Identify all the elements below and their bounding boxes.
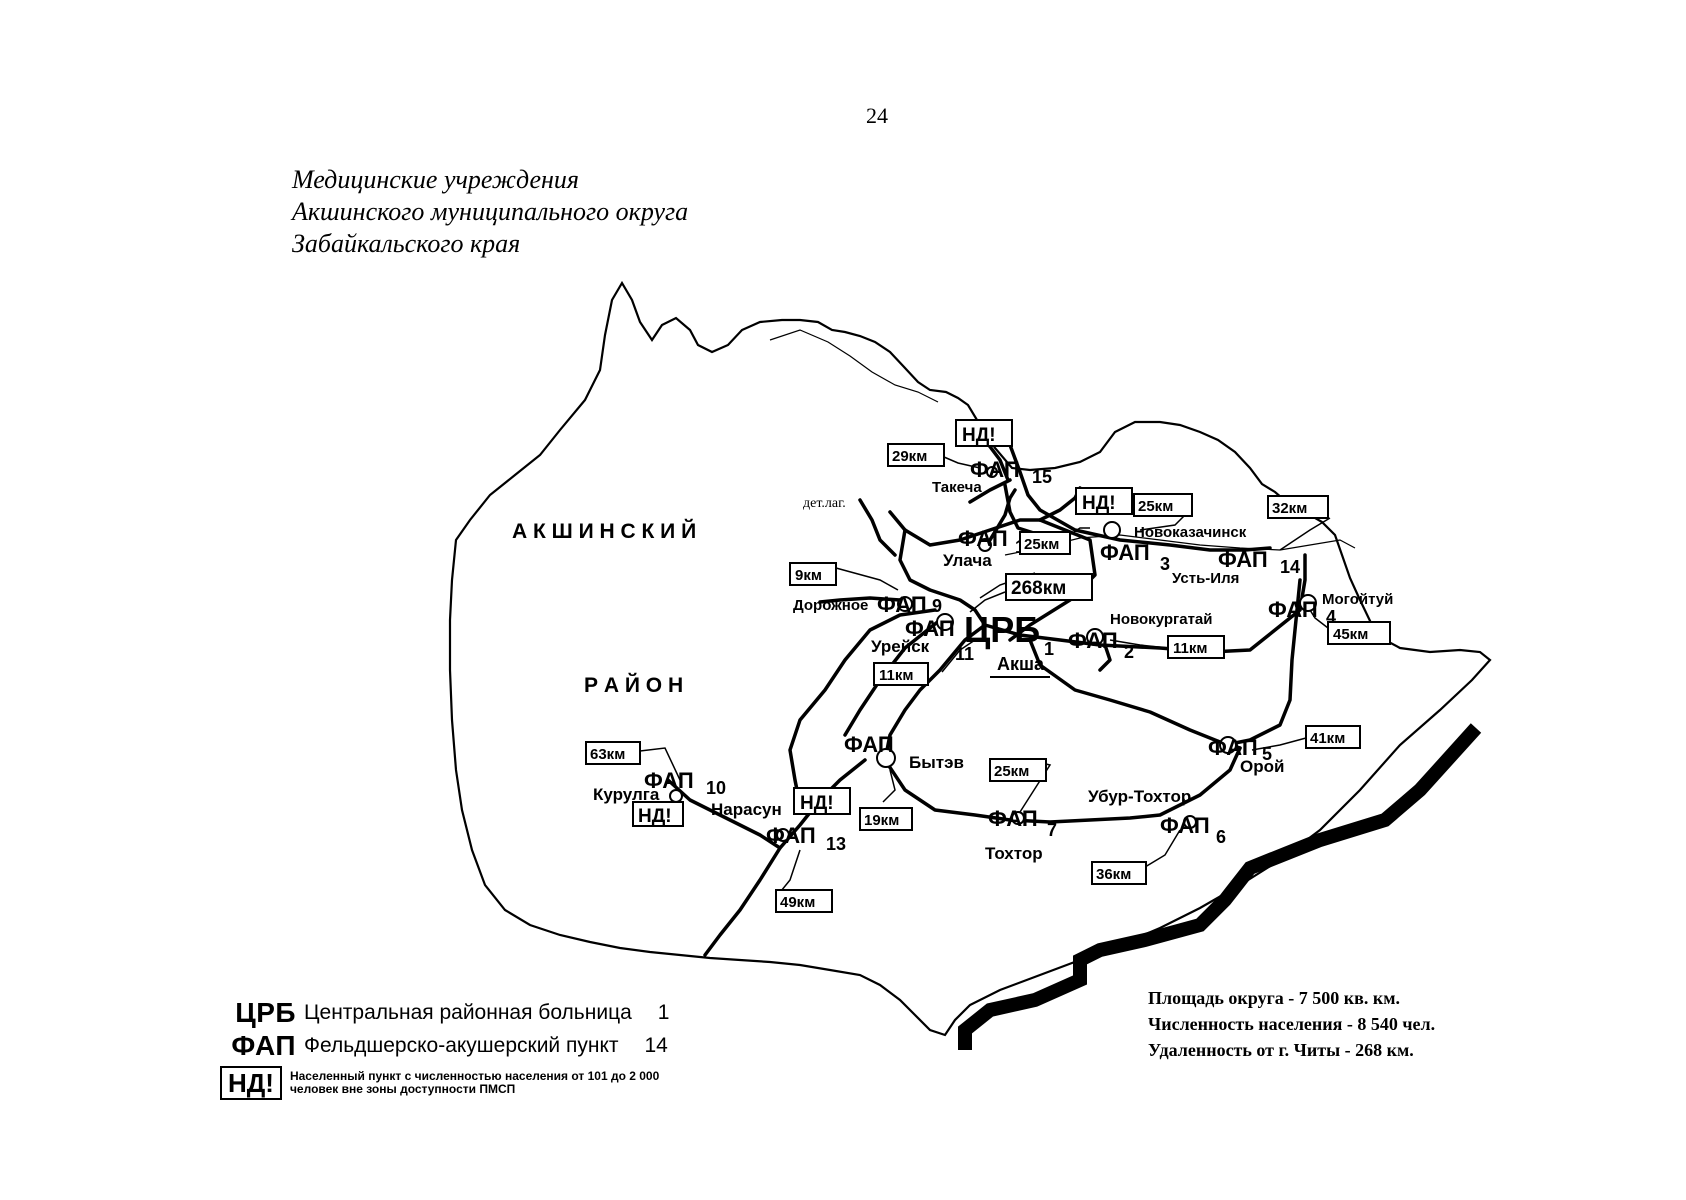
crb-number: 1 — [1044, 639, 1054, 659]
district-stats: Площадь округа - 7 500 кв. км. Численнос… — [1148, 985, 1435, 1063]
distance-32km: 32км — [1272, 500, 1307, 517]
fap-13-label: ФАП — [766, 823, 816, 848]
fap-5-number: 5 — [1262, 744, 1272, 764]
distance-19km: 19км — [864, 812, 899, 829]
fap-3-label: ФАП — [1100, 540, 1150, 565]
stat-population: Численность населения - 8 540 чел. — [1148, 1014, 1436, 1034]
distance-63km: 63км — [590, 746, 625, 763]
nd-markers: НД! НД! НД! НД! — [632, 419, 1133, 827]
fap-8-label: ФАП — [844, 732, 894, 757]
title-line: Акшинского муниципального округа — [292, 197, 689, 226]
crb-label: ЦРБ — [964, 609, 1040, 650]
distance-268km: 268км — [1011, 578, 1066, 599]
place-oroi: Орой — [1240, 757, 1284, 776]
legend-fap-desc: Фельдшерско-акушерский пункт — [304, 1033, 619, 1057]
stat-area: Площадь округа - 7 500 кв. км. — [1148, 988, 1400, 1008]
camp-label: дет.лаг. — [803, 496, 846, 511]
fap-2-label: ФАП — [1068, 628, 1118, 653]
region-label-word1: А К Ш И Н С К И Й — [512, 519, 696, 543]
place-aksha: Акша — [997, 654, 1045, 674]
legend-crb-abbr: ЦРБ — [235, 996, 296, 1028]
legend-fap-count: 14 — [644, 1033, 668, 1057]
fap-15-number: 15 — [1032, 467, 1052, 487]
fap-5-label: ФАП — [1208, 735, 1258, 760]
place-mogoitui: Могойтуй — [1322, 591, 1393, 608]
title-line: Забайкальского края — [292, 229, 521, 258]
distance-9km: 9км — [795, 567, 822, 584]
legend-fap-abbr: ФАП — [231, 1029, 296, 1061]
distance-11km-novokurgatai: 11км — [1173, 640, 1207, 657]
river — [769, 329, 939, 403]
nd-novokazachinsk: НД! — [1082, 493, 1116, 514]
map-legend: ЦРБ Центральная районная больница 1 ФАП … — [220, 996, 670, 1100]
fap-6-label: ФАП — [1160, 813, 1210, 838]
fap-7-number: 7 — [1047, 820, 1057, 840]
map-title: Медицинские учреждения Акшинского муници… — [292, 164, 688, 260]
state-border — [958, 723, 1482, 1050]
place-dorozhnoe: Дорожное — [793, 597, 868, 614]
place-bytev: Бытэв — [909, 753, 964, 772]
fap-6-number: 6 — [1216, 827, 1226, 847]
place-ulacha: Улача — [943, 551, 992, 570]
distance-boxes: 29км 25км 32км 25км 9км 268км 11км 11км … — [585, 443, 1391, 913]
distance-25km-tokhtor: 25км — [994, 763, 1029, 780]
legend-crb-count: 1 — [657, 1000, 670, 1024]
place-narasun: Нарасун — [711, 800, 782, 819]
distance-29km: 29км — [892, 448, 927, 465]
fap-11-number: 11 — [955, 644, 974, 664]
fap-15-label: ФАП — [970, 457, 1020, 482]
fap-12-label: ФАП — [958, 526, 1008, 551]
legend-crb-desc: Центральная районная больница — [304, 1000, 632, 1024]
fap-10-number: 10 — [706, 778, 726, 798]
distance-49km: 49км — [780, 894, 815, 911]
settlement-dots — [669, 466, 1317, 842]
stat-distance: Удаленность от г. Читы - 268 км. — [1148, 1040, 1414, 1060]
fap-3-number: 3 — [1160, 554, 1170, 574]
place-ureisk: Урейск — [871, 637, 930, 656]
nd-takecha: НД! — [962, 425, 996, 446]
fap-10-label: ФАП — [644, 768, 694, 793]
fap-2-number: 2 — [1124, 642, 1134, 662]
legend-row-fap: ФАП Фельдшерско-акушерский пункт 14 — [220, 1029, 670, 1062]
place-ust-ilya: Усть-Иля — [1172, 570, 1239, 587]
nd-kurulga: НД! — [638, 806, 672, 827]
roads — [666, 423, 1307, 957]
fap-9-number: 9 — [932, 596, 942, 616]
legend-nd-desc: Населенный пункт с численностью населени… — [289, 1069, 660, 1096]
fap-14-label: ФАП — [1218, 547, 1268, 572]
fap-markers: ФАП 15 ФАП 1 2 ФАП 3 ФАП 14 ФАП 4 ФАП 9 Ф… — [644, 457, 1336, 854]
distance-25km-novokazachinsk: 25км — [1138, 498, 1173, 515]
place-novokurgatai: Новокургатай — [1110, 611, 1213, 628]
page-number: 24 — [866, 103, 888, 128]
fap-11-label: ФАП — [905, 616, 955, 641]
distance-45km: 45км — [1333, 626, 1368, 643]
place-kurulga: Курулга — [593, 785, 660, 804]
nd-narasun: НД! — [800, 793, 834, 814]
legend-nd-abbr: НД! — [220, 1066, 282, 1100]
title-line: Медицинские учреждения — [292, 165, 579, 194]
legend-row-crb: ЦРБ Центральная районная больница 1 — [220, 996, 670, 1029]
fap-14-number: 14 — [1280, 557, 1300, 577]
distance-36km: 36км — [1096, 866, 1131, 883]
distance-11km-ureisk: 11км — [879, 667, 913, 684]
fap-13-number: 13 — [826, 834, 846, 854]
distance-41km: 41км — [1310, 730, 1345, 747]
distance-25km-ulacha: 25км — [1024, 536, 1059, 553]
fap-9-label: ФАП — [877, 592, 927, 617]
place-novokazachinsk: Новоказачинск — [1134, 524, 1247, 541]
place-names: Такеча Улача Новоказачинск Усть-Иля Мого… — [593, 479, 1393, 863]
fap-4-label: ФАП — [1268, 597, 1318, 622]
fap-7-label: ФАП — [988, 806, 1038, 831]
place-tokhtor: Тохтор — [985, 844, 1043, 863]
legend-row-nd: НД! Населенный пункт с численностью насе… — [220, 1066, 670, 1100]
distance-leaders — [639, 456, 1331, 897]
place-takecha: Такеча — [932, 479, 982, 496]
place-ubur-tokhtor: Убур-Тохтор — [1088, 787, 1191, 806]
fap-4-number: 4 — [1326, 607, 1336, 627]
region-label-word2: Р А Й О Н — [584, 673, 683, 697]
